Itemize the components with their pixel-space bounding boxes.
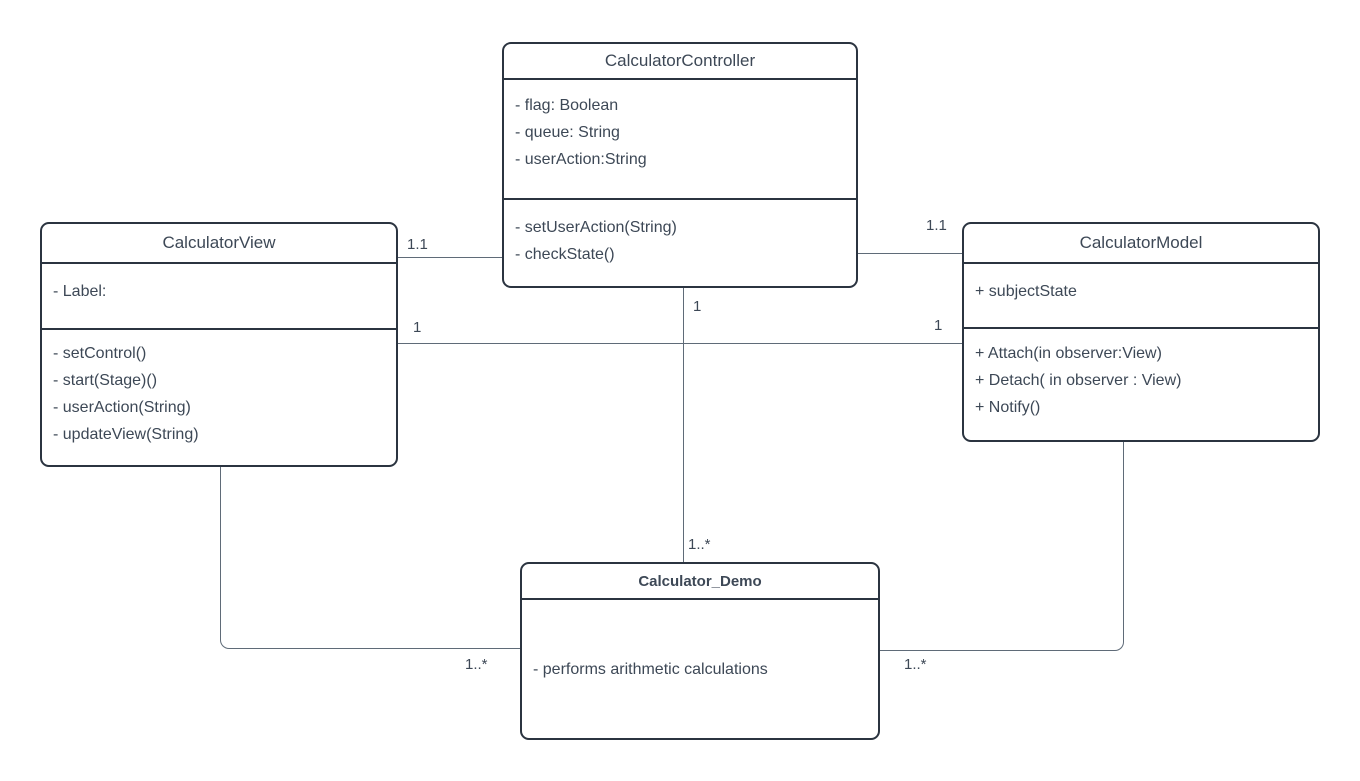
method-row: - checkState() [515, 246, 615, 263]
connector-controller-demo[interactable] [683, 288, 684, 562]
attribute-row: - userAction:String [515, 151, 647, 168]
multiplicity-controller-demo-top[interactable]: 1 [691, 297, 704, 317]
method-row: + Attach(in observer:View) [975, 345, 1162, 362]
body-text: - performs arithmetic calculations [533, 660, 768, 678]
attributes-section: - flag: Boolean - queue: String - userAc… [504, 80, 856, 200]
attribute-row: + subjectState [975, 283, 1077, 300]
multiplicity-view-model-right[interactable]: 1 [932, 316, 945, 336]
method-row: + Detach( in observer : View) [975, 372, 1182, 389]
attribute-row: - queue: String [515, 124, 620, 141]
multiplicity-view-model-left[interactable]: 1 [411, 318, 424, 338]
class-box-calculator-demo[interactable]: Calculator_Demo - performs arithmetic ca… [520, 562, 880, 740]
attributes-section: - Label: [42, 264, 396, 330]
connector-model-demo[interactable] [880, 442, 1124, 651]
method-row: - userAction(String) [53, 399, 191, 416]
class-box-calculator-view[interactable]: CalculatorView - Label: - setControl() -… [40, 222, 398, 467]
class-box-calculator-controller[interactable]: CalculatorController - flag: Boolean - q… [502, 42, 858, 288]
class-box-calculator-model[interactable]: CalculatorModel + subjectState + Attach(… [962, 222, 1320, 442]
methods-section: + Attach(in observer:View) + Detach( in … [964, 329, 1318, 436]
connector-view-demo[interactable] [220, 467, 521, 649]
method-row: + Notify() [975, 399, 1041, 416]
method-row: - setControl() [53, 345, 147, 362]
attribute-row: - flag: Boolean [515, 97, 619, 114]
method-row: - setUserAction(String) [515, 219, 677, 236]
multiplicity-view-demo[interactable]: 1..* [463, 655, 490, 675]
methods-section: - setControl() - start(Stage)() - userAc… [42, 330, 396, 461]
class-title-calculator-controller: CalculatorController [504, 44, 856, 80]
multiplicity-model-demo[interactable]: 1..* [902, 655, 929, 675]
methods-section: - setUserAction(String) - checkState() [504, 200, 856, 286]
attributes-section: + subjectState [964, 264, 1318, 329]
class-title-calculator-view: CalculatorView [42, 224, 396, 264]
method-row: - start(Stage)() [53, 372, 158, 389]
attribute-row: - Label: [53, 283, 107, 300]
multiplicity-view-controller[interactable]: 1.1 [405, 235, 430, 255]
body-section: - performs arithmetic calculations [522, 600, 878, 738]
multiplicity-controller-demo-bottom[interactable]: 1..* [686, 535, 713, 555]
method-row: - updateView(String) [53, 426, 199, 443]
class-title-calculator-demo: Calculator_Demo [522, 564, 878, 600]
connector-view-controller[interactable] [398, 257, 503, 258]
connector-view-model[interactable] [398, 343, 963, 344]
multiplicity-controller-model[interactable]: 1.1 [924, 216, 949, 236]
connector-controller-model[interactable] [857, 253, 963, 254]
class-title-calculator-model: CalculatorModel [964, 224, 1318, 264]
